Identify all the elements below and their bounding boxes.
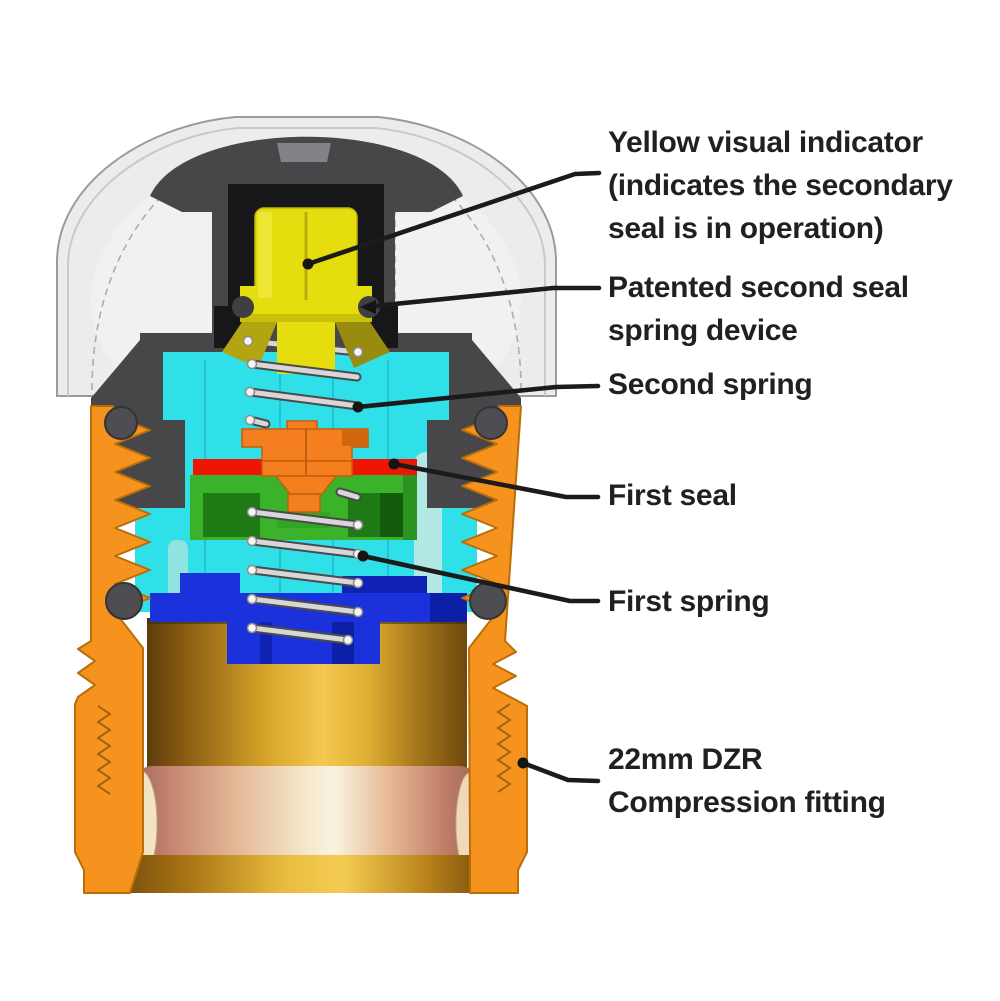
carrier-right-shade: [403, 475, 417, 540]
valve-cutaway: [56, 116, 602, 894]
spring-strand: [249, 361, 360, 380]
pipe-body: [126, 766, 486, 882]
leader-arrowhead: [360, 300, 376, 314]
seat-tab-right: [342, 576, 427, 597]
spring-strand: [249, 509, 361, 528]
leader-dot: [357, 550, 369, 562]
leader-lines: [302, 170, 602, 784]
spring-coil-end: [342, 634, 354, 646]
stem-narrow: [287, 493, 321, 513]
spring-strand: [249, 625, 351, 643]
indicator-highlight: [258, 212, 272, 298]
spring-strand: [249, 596, 361, 615]
first-seal-left: [193, 459, 270, 477]
leader-dot: [388, 458, 400, 470]
spring-coil-end: [352, 606, 364, 618]
spring-strand: [249, 538, 361, 557]
thread-line-right: [496, 703, 512, 793]
o-ring-bottom-right: [469, 582, 507, 620]
thread-line-left: [96, 705, 112, 795]
carrier-dark-right-shade: [380, 493, 403, 537]
spring-strand: [247, 389, 361, 409]
spring-coil-end: [352, 519, 364, 531]
spring-coil-end: [246, 535, 258, 547]
chamber-lip: [204, 162, 407, 184]
spring-coil-end: [352, 346, 364, 358]
spring-coil-end: [352, 577, 364, 589]
dome-inner-edge: [67, 127, 546, 396]
label-yellow-visual-indicator: Yellow visual indicator (indicates the s…: [608, 126, 953, 245]
housing-flare-right: [449, 340, 521, 420]
leader-dot: [352, 401, 364, 413]
leader-second-spring: [355, 383, 601, 410]
o-ring-bottom-left: [105, 582, 143, 620]
seat-band-shade: [430, 593, 467, 622]
second-seal-oring-left: [232, 296, 254, 318]
label-second-spring: Second spring: [608, 368, 813, 401]
spring-coil-end: [246, 506, 258, 518]
leader-second-seal-device: [371, 285, 602, 309]
label-compression-fitting: 22mm DZR Compression fitting: [608, 743, 886, 819]
label-first-seal: First seal: [608, 479, 737, 512]
leader-dot: [302, 258, 314, 270]
gold-base-band: [110, 855, 497, 893]
compression-fitting-body: [74, 405, 528, 894]
spring-strand: [249, 567, 361, 586]
label-patented-second-seal-spring-device: Patented second seal spring device: [608, 271, 909, 347]
o-ring-top-left: [104, 406, 138, 440]
spring-coil-end: [244, 386, 256, 398]
indicator-skirt-right: [335, 316, 390, 368]
spring-coil-end: [242, 335, 254, 347]
label-first-spring: First spring: [608, 585, 770, 618]
second-spring: [242, 335, 364, 429]
spring-strand: [337, 489, 360, 500]
stem-orange: [241, 420, 369, 513]
housing-flare-left: [91, 340, 163, 420]
leader-compression-fitting: [520, 760, 601, 784]
stem-funnel: [274, 475, 338, 495]
leader-first-seal: [391, 461, 601, 500]
o-ring-top-right: [474, 406, 508, 440]
spring-coil-end: [244, 414, 256, 426]
indicator-flange-shade: [240, 314, 372, 322]
leader-first-spring: [360, 553, 601, 604]
stem-shade: [342, 430, 367, 446]
first-spring: [246, 487, 364, 646]
leader-yellow-indicator: [305, 170, 602, 267]
spring-coil-end: [246, 358, 258, 370]
spring-coil-end: [246, 564, 258, 576]
spring-coil-end: [246, 622, 258, 634]
spring-coil-end: [246, 593, 258, 605]
leader-dot: [517, 757, 529, 769]
